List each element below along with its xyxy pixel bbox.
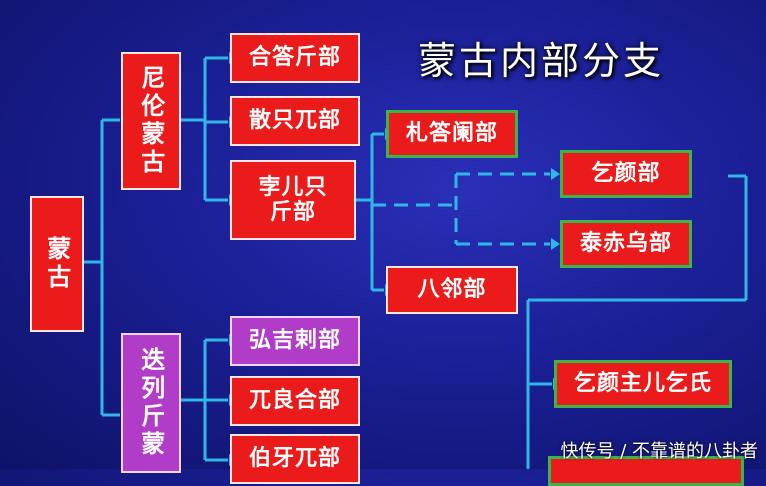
node-boerzhijin: 孛儿只斤部 — [230, 160, 356, 240]
node-niluan-menggu: 尼伦蒙古 — [121, 52, 181, 190]
node-sanzhiwu: 散只兀部 — [230, 96, 360, 146]
node-dieliejin-meng: 迭列斤蒙 — [121, 333, 181, 473]
node-qiyan-zhuerqi: 乞颜主儿乞氏 — [554, 360, 732, 408]
node-taichiwu: 泰赤乌部 — [560, 220, 692, 268]
node-wulianghe: 兀良合部 — [230, 376, 360, 426]
node-hongjila: 弘吉剌部 — [230, 316, 360, 366]
node-boyawu: 伯牙兀部 — [230, 434, 360, 484]
node-menggu: 蒙古 — [30, 196, 84, 332]
node-hedajin: 合答斤部 — [230, 33, 360, 83]
node-zhadalan: 札答阑部 — [386, 110, 518, 158]
diagram-title: 蒙古内部分支 — [418, 39, 665, 83]
node-qiyan: 乞颜部 — [560, 150, 692, 198]
watermark-text: 快传号 / 不靠谱的八卦者 — [560, 441, 758, 462]
node-bada: 八邻部 — [386, 266, 518, 314]
